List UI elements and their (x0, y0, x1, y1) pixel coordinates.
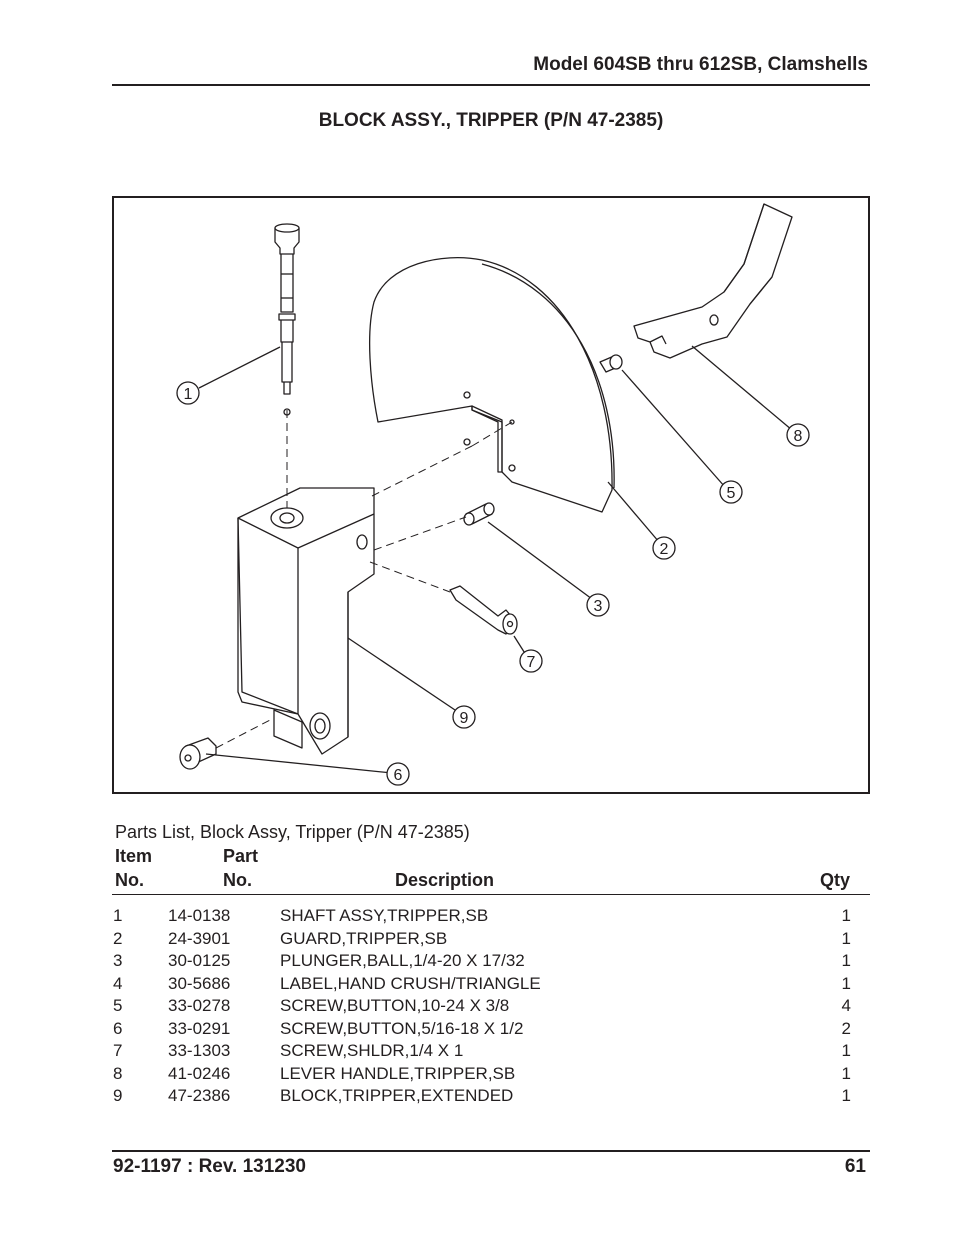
part-description: LEVER HANDLE,TRIPPER,SB (280, 1063, 516, 1083)
callout-9: 9 (452, 705, 476, 729)
part-number: 33-1303 (168, 1041, 231, 1060)
table-row: 7 33-1303 SCREW,SHLDR,1/4 X 1 1 (0, 1041, 954, 1064)
exploded-view-diagram: 1 8 5 2 3 7 9 (112, 196, 870, 794)
part-description: GUARD,TRIPPER,SB (280, 928, 448, 948)
item-number: 4 (113, 973, 123, 993)
callout-3-label: 3 (594, 598, 603, 615)
shoulder-screw-part (449, 585, 518, 635)
part-qty: 1 (841, 973, 851, 993)
socket-screw-part (179, 737, 217, 770)
header-part-line1: Part (223, 846, 259, 866)
header-item-line2: No. (115, 870, 144, 890)
callout-5: 5 (719, 480, 743, 504)
part-number: 33-0278 (168, 996, 231, 1015)
table-row: 3 30-0125 PLUNGER,BALL,1/4-20 X 17/32 1 (0, 951, 954, 974)
item-number: 8 (113, 1063, 123, 1083)
part-qty: 1 (841, 1063, 851, 1083)
part-description: SCREW,BUTTON,10-24 X 3/8 (280, 996, 510, 1015)
table-header-rule (112, 894, 870, 895)
part-description: SCREW,BUTTON,5/16-18 X 1/2 (280, 1018, 524, 1038)
part-qty: 1 (841, 1086, 851, 1105)
part-qty: 1 (841, 951, 851, 970)
callout-6-label: 6 (394, 767, 403, 784)
item-number: 2 (113, 928, 123, 948)
tripper-block-part (237, 487, 375, 755)
callout-8-label: 8 (794, 428, 803, 445)
part-qty: 1 (841, 906, 851, 925)
item-number: 6 (113, 1018, 123, 1038)
button-screw-part (599, 354, 623, 373)
lever-handle-part (633, 203, 793, 359)
document-revision: 92-1197 : Rev. 131230 (113, 1156, 306, 1177)
part-number: 24-3901 (168, 928, 231, 948)
callout-3: 3 (586, 593, 610, 617)
item-number: 7 (113, 1041, 123, 1060)
item-number: 9 (113, 1086, 123, 1105)
callout-1-label: 1 (184, 386, 193, 403)
header-description: Description (395, 870, 495, 890)
header-part-line2: No. (223, 870, 252, 890)
header-model-title: Model 604SB thru 612SB, Clamshells (533, 54, 868, 75)
table-row: 9 47-2386 BLOCK,TRIPPER,EXTENDED 1 (0, 1086, 954, 1109)
table-row: 4 30-5686 LABEL,HAND CRUSH/TRIANGLE 1 (0, 974, 954, 997)
part-description: BLOCK,TRIPPER,EXTENDED (280, 1086, 514, 1105)
table-row: 6 33-0291 SCREW,BUTTON,5/16-18 X 1/2 2 (0, 1019, 954, 1042)
part-number: 30-5686 (168, 973, 231, 993)
callout-1: 1 (176, 381, 200, 405)
part-qty: 1 (841, 1041, 851, 1060)
callout-2: 2 (652, 536, 676, 560)
part-description: PLUNGER,BALL,1/4-20 X 17/32 (280, 951, 525, 970)
plunger-part (463, 502, 495, 526)
footer-rule (112, 1150, 870, 1152)
item-number: 5 (113, 996, 123, 1015)
part-description: SCREW,SHLDR,1/4 X 1 (280, 1041, 464, 1060)
header-rule (112, 84, 870, 86)
header-qty: Qty (819, 870, 850, 890)
callout-8: 8 (786, 423, 810, 447)
part-description: LABEL,HAND CRUSH/TRIANGLE (280, 973, 541, 993)
item-number: 1 (113, 906, 123, 925)
callout-7: 7 (519, 649, 543, 673)
part-qty: 2 (841, 1018, 851, 1038)
header-item-line1: Item (115, 846, 153, 866)
callout-9-label: 9 (460, 710, 469, 727)
table-row: 8 41-0246 LEVER HANDLE,TRIPPER,SB 1 (0, 1064, 954, 1087)
shaft-assy-part (274, 223, 300, 395)
callout-6: 6 (386, 762, 410, 786)
part-number: 14-0138 (168, 906, 231, 925)
callout-5-label: 5 (727, 485, 736, 502)
part-description: SHAFT ASSY,TRIPPER,SB (280, 906, 489, 925)
callout-7-label: 7 (527, 654, 536, 671)
part-number: 47-2386 (168, 1086, 231, 1105)
page-title: BLOCK ASSY., TRIPPER (P/N 47-2385) (318, 110, 664, 131)
table-row: 1 14-0138 SHAFT ASSY,TRIPPER,SB 1 (0, 906, 954, 929)
diagram-drawing: 1 8 5 2 3 7 9 (176, 203, 810, 786)
guard-plate-part (369, 257, 615, 513)
part-number: 41-0246 (168, 1063, 231, 1083)
parts-list-caption: Parts List, Block Assy, Tripper (P/N 47-… (115, 822, 470, 842)
callout-2-label: 2 (660, 541, 669, 558)
part-number: 33-0291 (168, 1018, 231, 1038)
part-qty: 1 (841, 928, 851, 948)
table-row: 2 24-3901 GUARD,TRIPPER,SB 1 (0, 929, 954, 952)
item-number: 3 (113, 951, 123, 970)
parts-table: 1 14-0138 SHAFT ASSY,TRIPPER,SB 1 2 24-3… (0, 906, 954, 1109)
part-qty: 4 (841, 996, 851, 1015)
part-number: 30-0125 (168, 951, 231, 970)
table-row: 5 33-0278 SCREW,BUTTON,10-24 X 3/8 4 (0, 996, 954, 1019)
page-number: 61 (844, 1156, 866, 1177)
